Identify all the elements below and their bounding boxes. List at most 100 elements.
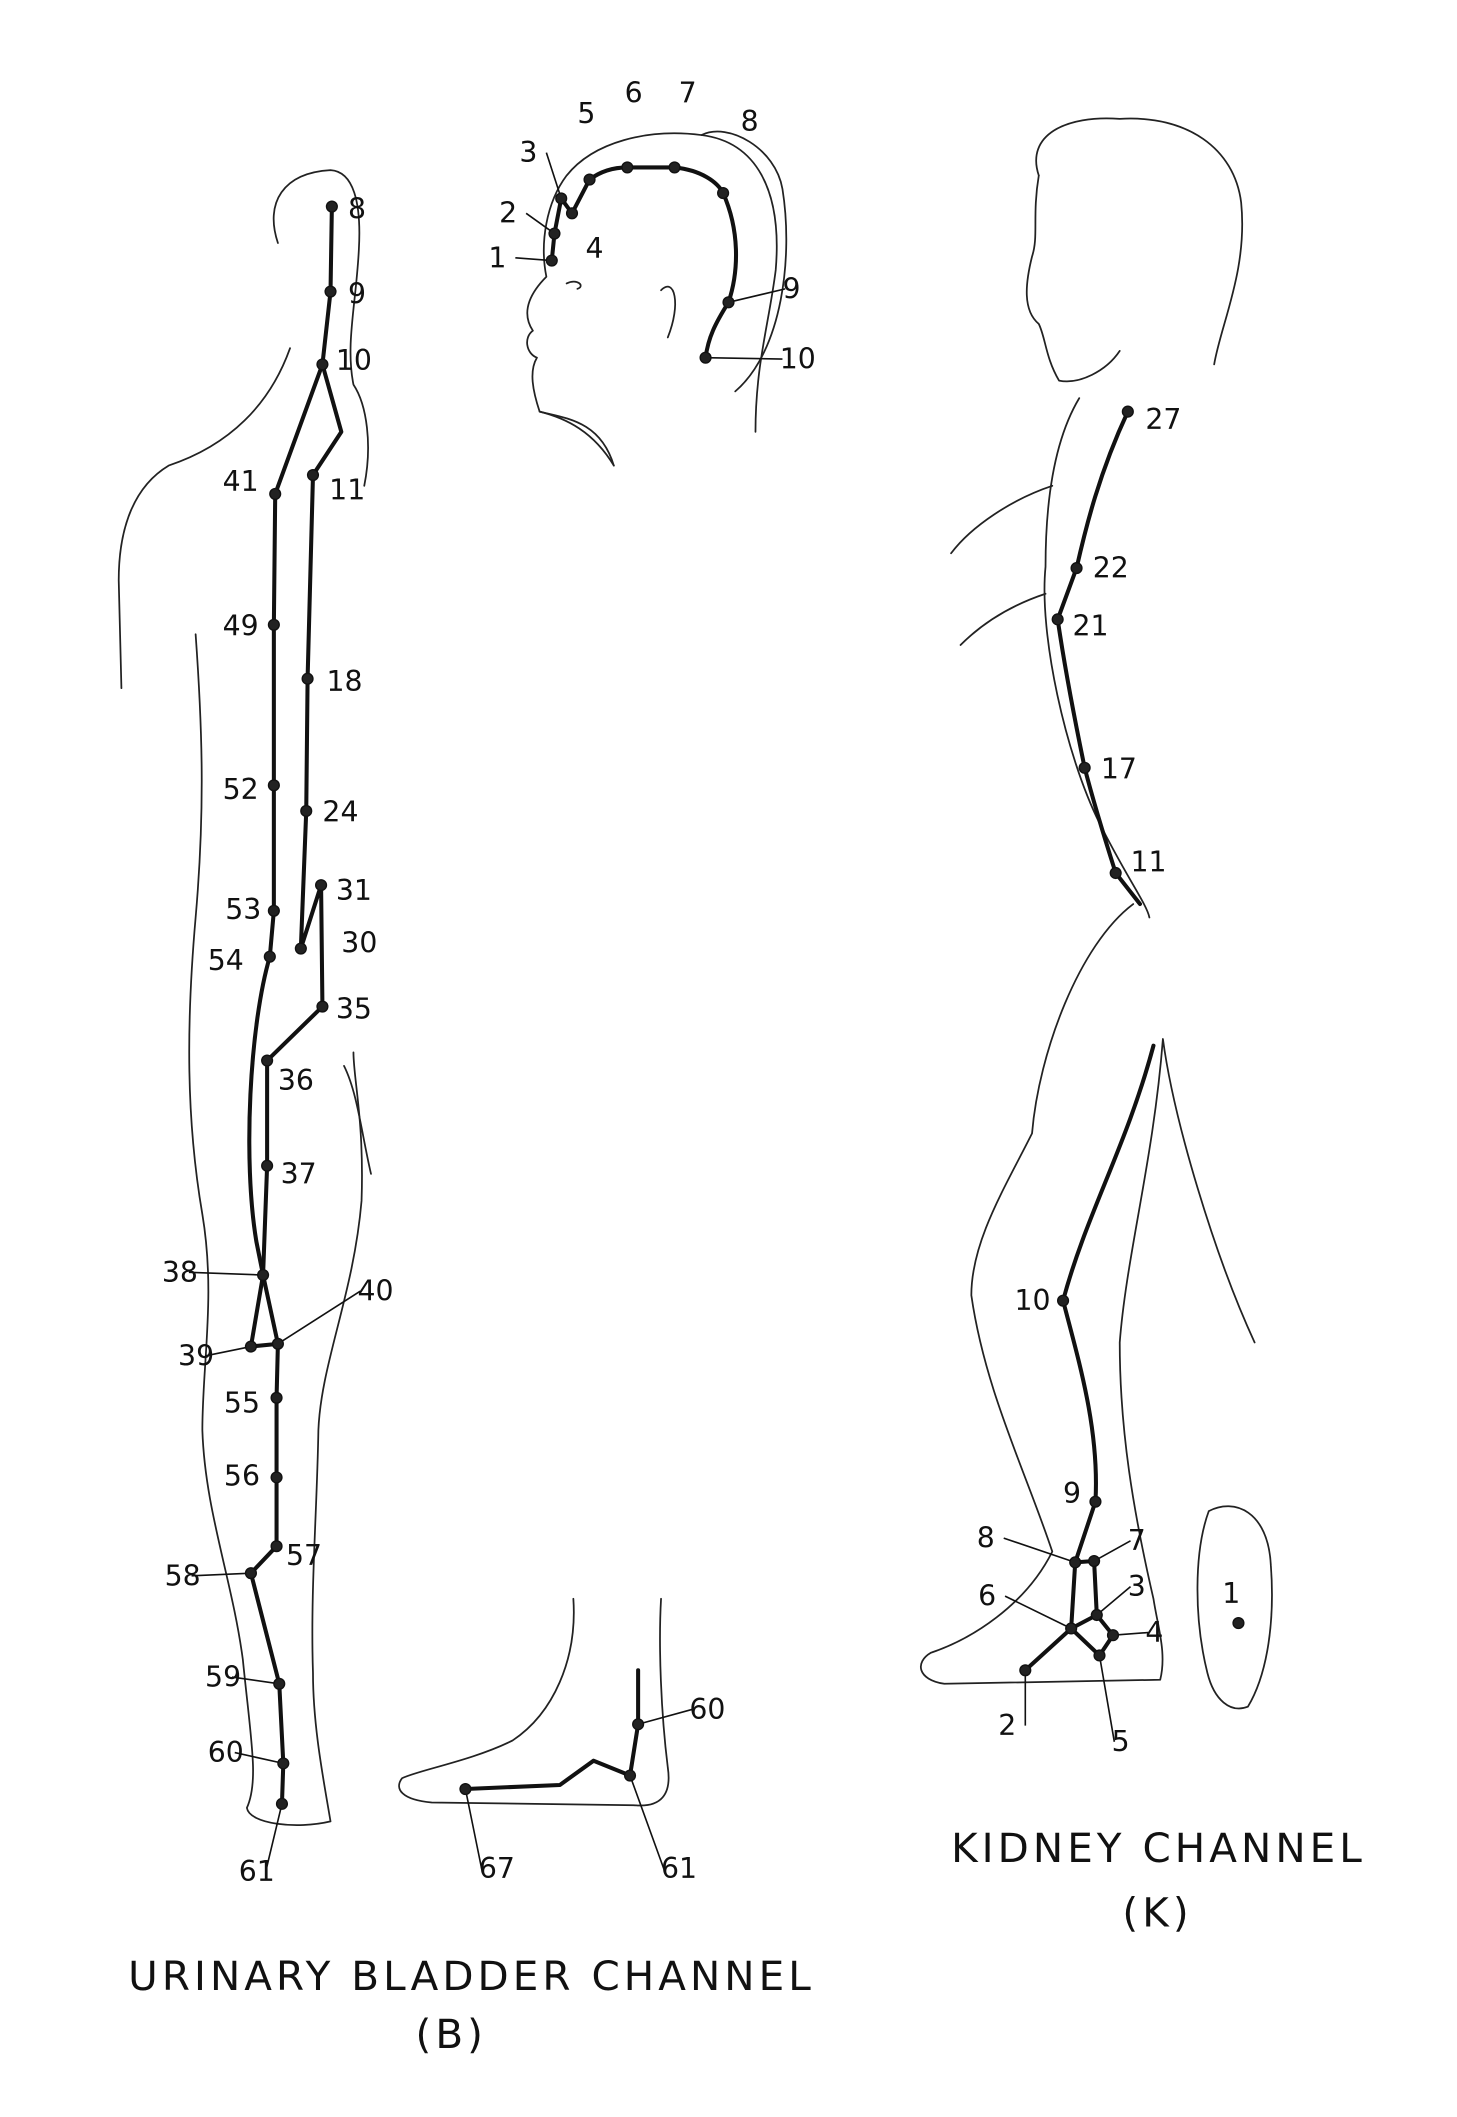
leader-line bbox=[204, 1345, 252, 1357]
bladder-head-points-label: 6 bbox=[625, 77, 643, 110]
back-figure-outline bbox=[117, 169, 372, 1826]
bladder-back-points-acupoint bbox=[324, 285, 337, 298]
bladder-back-points-label: 49 bbox=[223, 610, 259, 643]
bladder-head-points-acupoint bbox=[722, 296, 735, 309]
bladder-back-points-acupoint bbox=[267, 904, 280, 917]
leader-line bbox=[277, 1290, 361, 1345]
bladder-head-points-label: 10 bbox=[780, 342, 816, 375]
leader-line bbox=[637, 1708, 693, 1726]
bladder-head-points-label: 2 bbox=[499, 197, 517, 230]
bladder-back-points-label: 11 bbox=[329, 473, 365, 506]
bladder-back-points-acupoint bbox=[271, 1337, 284, 1350]
bladder-back-points-label: 54 bbox=[208, 944, 244, 977]
bladder-back-points-acupoint bbox=[301, 672, 314, 685]
bladder-head-points-label: 1 bbox=[488, 241, 506, 274]
bladder-back-points-label: 10 bbox=[336, 344, 372, 377]
bladder-channel-lines bbox=[247, 165, 739, 1806]
leader-line bbox=[1003, 1537, 1076, 1564]
kidney-points-acupoint bbox=[1121, 405, 1134, 418]
bladder-head-points-label: 9 bbox=[782, 272, 800, 305]
bladder-back-points-acupoint bbox=[244, 1567, 257, 1580]
bladder-back-points-acupoint bbox=[261, 1159, 274, 1172]
leader-line bbox=[1096, 1586, 1132, 1616]
bladder-head-points-label: 5 bbox=[577, 97, 595, 130]
bladder-code: (B) bbox=[416, 2010, 487, 2058]
bladder-back-points-acupoint bbox=[316, 1000, 329, 1013]
kidney-points-label: 3 bbox=[1128, 1570, 1146, 1603]
bladder-foot-points-acupoint bbox=[459, 1782, 472, 1796]
bladder-back-points-label: 60 bbox=[208, 1736, 244, 1769]
bladder-head-points-acupoint bbox=[545, 254, 558, 267]
leader-line bbox=[464, 1788, 483, 1869]
kidney-points-label: 6 bbox=[978, 1580, 996, 1613]
kidney-points-label: 2 bbox=[998, 1709, 1016, 1742]
kidney-points-acupoint bbox=[1051, 613, 1064, 626]
leader-line bbox=[1098, 1655, 1116, 1742]
kidney-points-acupoint bbox=[1106, 1629, 1120, 1642]
bladder-back-points-label: 36 bbox=[278, 1064, 314, 1097]
leader-line bbox=[234, 1751, 284, 1765]
kidney-points-acupoint bbox=[1090, 1608, 1103, 1622]
bladder-back-points-label: 38 bbox=[162, 1256, 198, 1289]
leader-line bbox=[629, 1775, 665, 1869]
bladder-back-points-label: 52 bbox=[223, 773, 259, 806]
bladder-foot-points-label: 60 bbox=[689, 1693, 725, 1726]
bladder-back-points-label: 39 bbox=[178, 1339, 214, 1372]
leader-line bbox=[705, 356, 783, 360]
kidney-figure-outline bbox=[920, 117, 1273, 1710]
bladder-back-points-acupoint bbox=[315, 879, 328, 892]
kidney-points-acupoint bbox=[1056, 1294, 1070, 1307]
leader-line bbox=[728, 288, 786, 304]
bladder-back-points-label: 58 bbox=[165, 1559, 201, 1592]
bladder-back-points-label: 24 bbox=[322, 796, 358, 829]
bladder-back-points-acupoint bbox=[300, 804, 313, 818]
bladder-back-points-label: 57 bbox=[286, 1539, 322, 1572]
bladder-back-points-label: 37 bbox=[281, 1157, 317, 1190]
bladder-back-points-acupoint bbox=[316, 358, 329, 371]
kidney-points-label: 27 bbox=[1145, 403, 1181, 436]
bladder-back-points-acupoint bbox=[275, 1797, 289, 1810]
bladder-foot-points-label: 61 bbox=[661, 1852, 697, 1885]
bladder-head-points-label: 3 bbox=[519, 136, 537, 169]
bladder-back-points-label: 30 bbox=[341, 927, 377, 960]
bladder-back-points-label: 31 bbox=[336, 874, 372, 907]
bladder-head-points-label: 7 bbox=[679, 77, 697, 110]
bladder-back-points-acupoint bbox=[273, 1677, 286, 1690]
kidney-points-label: 10 bbox=[1015, 1284, 1051, 1317]
bladder-back-points-acupoint bbox=[277, 1757, 290, 1770]
bladder-back-points-label: 18 bbox=[326, 665, 362, 698]
kidney-points-label: 4 bbox=[1145, 1616, 1163, 1649]
bladder-head-points-acupoint bbox=[548, 227, 561, 240]
bladder-back-points-acupoint bbox=[244, 1340, 257, 1353]
leader-line bbox=[191, 1572, 251, 1577]
acupoints: 8910114149185224315330543536373840395556… bbox=[162, 77, 1245, 1888]
bladder-head-points-acupoint bbox=[668, 161, 681, 174]
bladder-head-points-acupoint bbox=[565, 207, 579, 220]
bladder-back-points-acupoint bbox=[270, 1540, 283, 1553]
kidney-points-acupoint bbox=[1109, 866, 1122, 880]
head-profile-outline bbox=[526, 130, 788, 467]
kidney-points-acupoint bbox=[1232, 1617, 1245, 1630]
kidney-points-label: 8 bbox=[977, 1522, 995, 1555]
bladder-back-points-label: 55 bbox=[224, 1387, 260, 1420]
kidney-points-acupoint bbox=[1070, 562, 1083, 575]
bladder-head-points-acupoint bbox=[621, 161, 634, 174]
kidney-title: KIDNEY CHANNEL bbox=[951, 1824, 1366, 1872]
bladder-head-points-acupoint bbox=[717, 186, 730, 200]
bladder-back-points-acupoint bbox=[306, 468, 320, 482]
kidney-code: (K) bbox=[1122, 1889, 1192, 1937]
bladder-back-points-label: 8 bbox=[348, 193, 366, 226]
bladder-back-points-label: 40 bbox=[358, 1275, 394, 1308]
leader-line bbox=[515, 257, 552, 262]
bladder-back-points-label: 56 bbox=[224, 1459, 260, 1492]
kidney-points-acupoint bbox=[1065, 1622, 1078, 1635]
leader-line bbox=[545, 152, 562, 199]
kidney-points-acupoint bbox=[1089, 1495, 1102, 1508]
bladder-foot-points-label: 67 bbox=[479, 1852, 515, 1885]
kidney-points-label: 21 bbox=[1073, 610, 1109, 643]
kidney-points-acupoint bbox=[1078, 761, 1091, 774]
bladder-title: URINARY BLADDER CHANNEL bbox=[128, 1952, 815, 2000]
kidney-points-label: 7 bbox=[1128, 1524, 1146, 1557]
bladder-back-points-acupoint bbox=[267, 779, 280, 792]
